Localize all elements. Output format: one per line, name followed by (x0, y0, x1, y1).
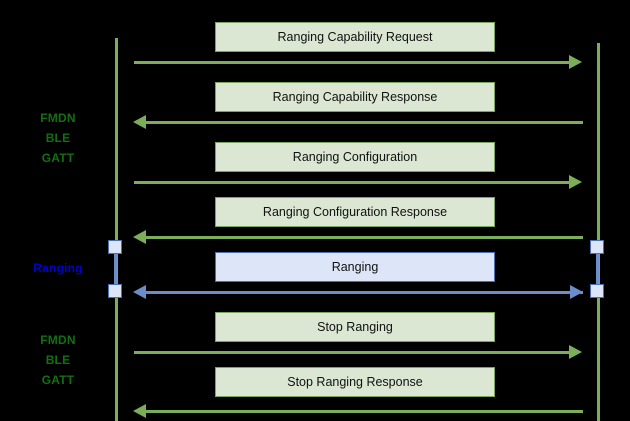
activation-bar-left (114, 245, 117, 295)
message-arrow-line-5 (146, 291, 583, 294)
message-box-ranging-capability-response: Ranging Capability Response (215, 82, 495, 112)
message-box-ranging-capability-request: Ranging Capability Request (215, 22, 495, 52)
activation-square-left-top (108, 240, 122, 254)
message-box-ranging-configuration-response: Ranging Configuration Response (215, 197, 495, 227)
phase-label-ranging: Ranging (33, 261, 83, 275)
left-lifeline (115, 38, 118, 421)
message-arrow-line-4 (146, 236, 583, 239)
activation-bar-right (596, 245, 599, 295)
message-arrow-head-right-1 (569, 55, 582, 69)
message-arrow-head-left-2 (133, 115, 146, 129)
message-arrow-line-1 (134, 61, 569, 64)
message-box-stop-ranging-response: Stop Ranging Response (215, 367, 495, 397)
message-arrow-line-7 (146, 410, 583, 413)
activation-square-left-bottom (108, 284, 122, 298)
activation-square-right-bottom (590, 284, 604, 298)
message-arrow-head-left-5 (133, 285, 146, 299)
message-box-ranging: Ranging (215, 252, 495, 282)
message-arrow-line-6 (134, 351, 569, 354)
message-arrow-head-left-4 (133, 230, 146, 244)
message-arrow-line-3 (134, 181, 569, 184)
message-arrow-head-right-3 (569, 175, 582, 189)
message-box-ranging-configuration: Ranging Configuration (215, 142, 495, 172)
message-box-stop-ranging: Stop Ranging (215, 312, 495, 342)
message-arrow-head-right-5 (570, 285, 583, 299)
message-arrow-line-2 (146, 121, 583, 124)
activation-square-right-top (590, 240, 604, 254)
phase-label-fmdn-ble-gatt-top: FMDN BLE GATT (40, 111, 76, 165)
message-arrow-head-left-7 (133, 404, 146, 418)
phase-label-fmdn-ble-gatt-bottom: FMDN BLE GATT (40, 333, 76, 387)
right-lifeline (597, 43, 600, 421)
message-arrow-head-right-6 (569, 345, 582, 359)
